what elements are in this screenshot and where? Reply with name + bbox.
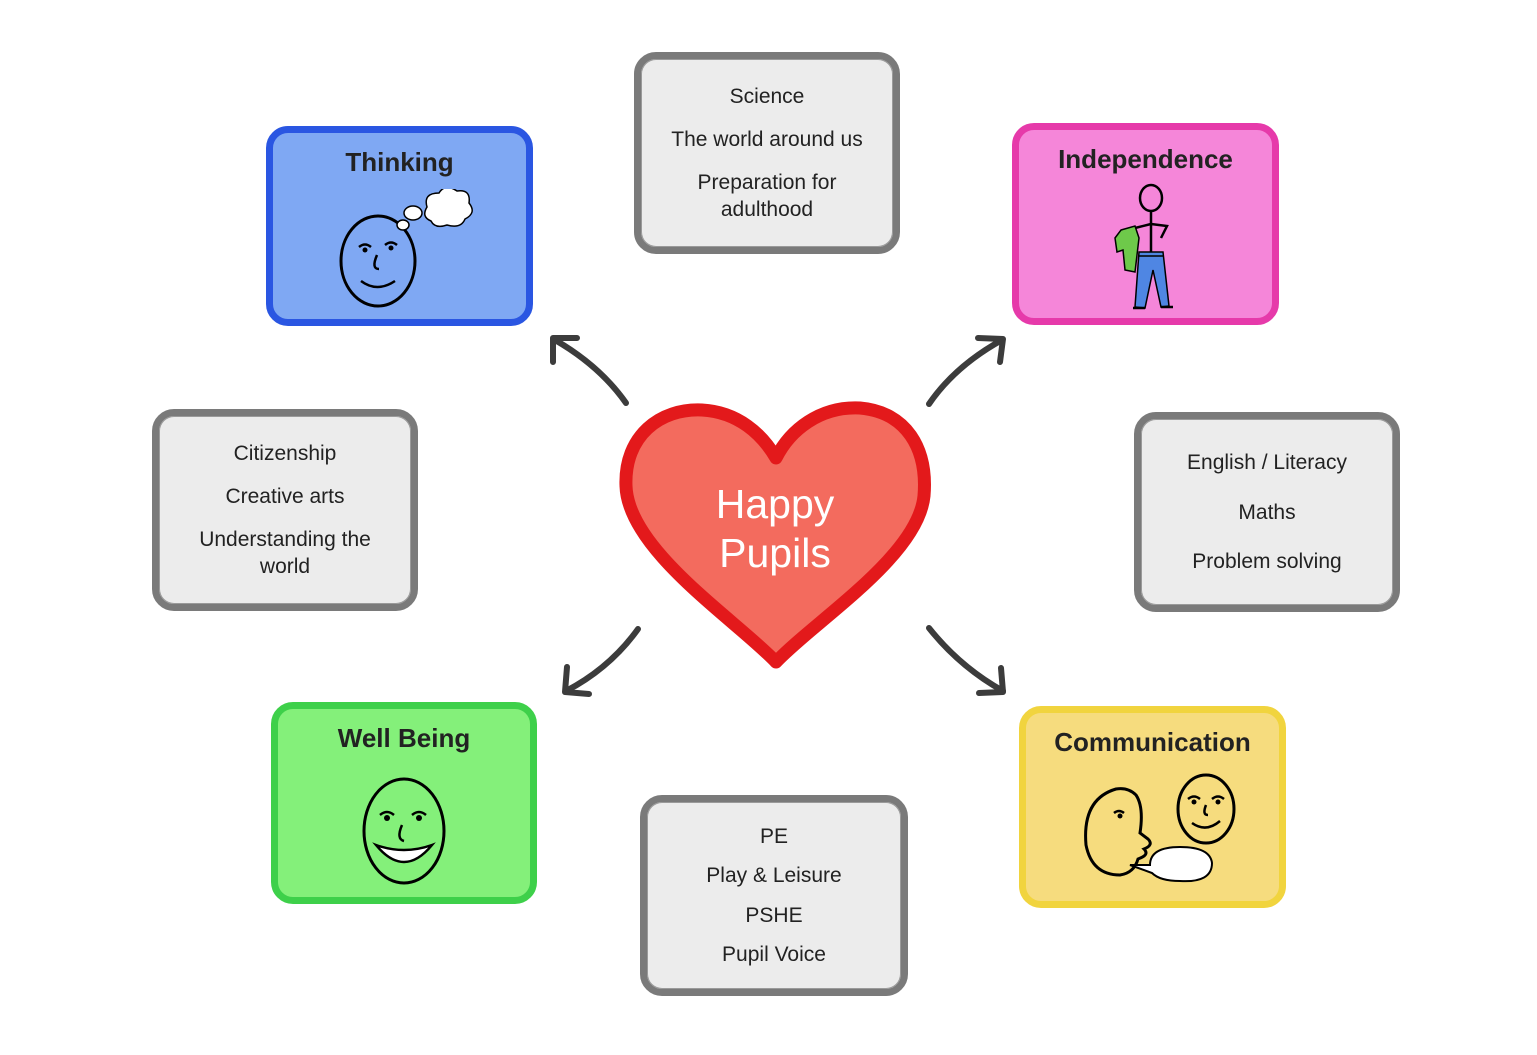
- subject-item: English / Literacy: [1187, 451, 1347, 475]
- subject-item: Creative arts: [225, 485, 345, 508]
- subject-item: Preparation for adulthood: [697, 171, 837, 221]
- independence-box: Independence: [1012, 123, 1279, 325]
- subject-item: Play & Leisure: [706, 864, 842, 888]
- subject-item: Science: [729, 85, 805, 108]
- subject-item: PSHE: [745, 903, 803, 927]
- wellbeing-box: Well Being: [271, 702, 537, 904]
- arrow-to-communication: [926, 625, 1006, 696]
- subject-item: Pupil Voice: [722, 943, 826, 967]
- arrow-to-thinking: [550, 335, 629, 406]
- communication-title: Communication: [1054, 727, 1251, 757]
- arrow-to-independence: [926, 335, 1006, 407]
- subjects-top-box: Science The world around us Preparation …: [634, 52, 900, 254]
- communication-box: Communication: [1019, 706, 1286, 908]
- independence-title: Independence: [1058, 144, 1233, 174]
- thinking-box: Thinking: [266, 126, 533, 326]
- subject-item: PE: [759, 824, 788, 848]
- center-label-line1: Happy: [715, 481, 835, 527]
- subjects-right-box: English / Literacy Maths Problem solving: [1134, 412, 1400, 612]
- subject-item: Citizenship: [233, 442, 337, 465]
- subjects-left-box: Citizenship Creative arts Understanding …: [152, 409, 418, 611]
- center-label: Happy Pupils: [640, 480, 910, 578]
- talking-faces-icon: [1084, 773, 1236, 883]
- center-label-line2: Pupils: [719, 530, 831, 576]
- thinking-title: Thinking: [345, 147, 454, 177]
- subject-item: Understanding the world: [199, 528, 371, 578]
- thinking-face-icon: [339, 189, 473, 308]
- subject-item: The world around us: [671, 128, 863, 151]
- wellbeing-title: Well Being: [337, 723, 471, 753]
- arrow-to-wellbeing: [562, 626, 641, 697]
- subjects-bottom-box: PE Play & Leisure PSHE Pupil Voice: [640, 795, 908, 996]
- smiling-face-icon: [362, 777, 446, 885]
- heart-icon: [619, 401, 931, 669]
- stick-figure-dressing-icon: [1114, 183, 1173, 310]
- subject-item: Maths: [1238, 500, 1296, 524]
- subject-item: Problem solving: [1192, 549, 1342, 573]
